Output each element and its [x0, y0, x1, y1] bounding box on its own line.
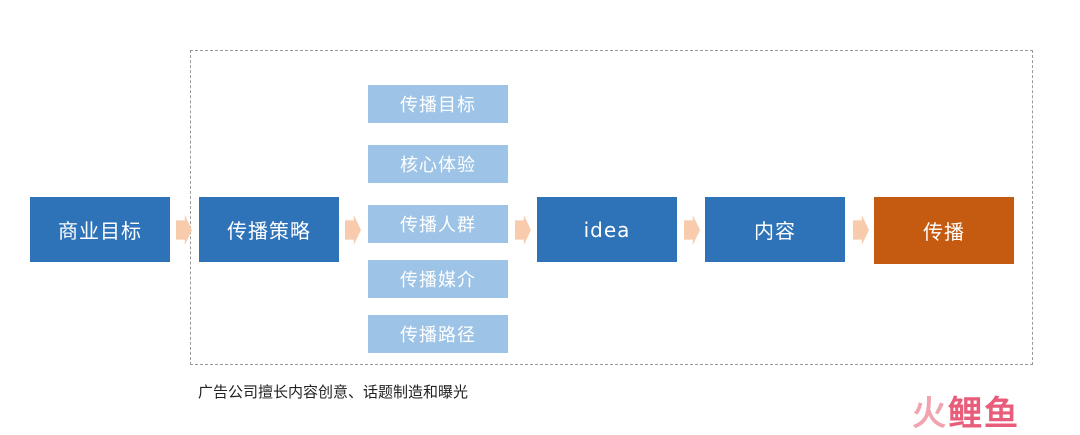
watermark-char-1: 火: [912, 394, 948, 434]
caption-text: 广告公司擅长内容创意、话题制造和曝光: [198, 383, 469, 401]
flow-arrow-2: [345, 215, 361, 245]
ad-agency-scope-frame: [190, 50, 1033, 365]
strategy-item-media: 传播媒介: [368, 260, 508, 298]
idea-box: idea: [537, 197, 677, 262]
watermark-char-3: 鱼: [984, 394, 1020, 434]
flow-arrow-5: [853, 215, 869, 245]
flow-arrow-4: [684, 215, 700, 245]
strategy-item-audience: 传播人群: [368, 205, 508, 243]
strategy-item-core-experience: 核心体验: [368, 145, 508, 183]
watermark-char-2: 鲤: [948, 394, 984, 434]
content-box: 内容: [705, 197, 845, 262]
watermark-logo: 火鲤鱼: [912, 386, 1020, 435]
flow-arrow-3: [515, 215, 531, 245]
spread-box: 传播: [874, 197, 1014, 264]
business-goal-box: 商业目标: [30, 197, 170, 262]
strategy-item-path: 传播路径: [368, 315, 508, 353]
strategy-item-goal: 传播目标: [368, 85, 508, 123]
strategy-box: 传播策略: [199, 197, 339, 262]
flow-arrow-1: [176, 215, 192, 245]
